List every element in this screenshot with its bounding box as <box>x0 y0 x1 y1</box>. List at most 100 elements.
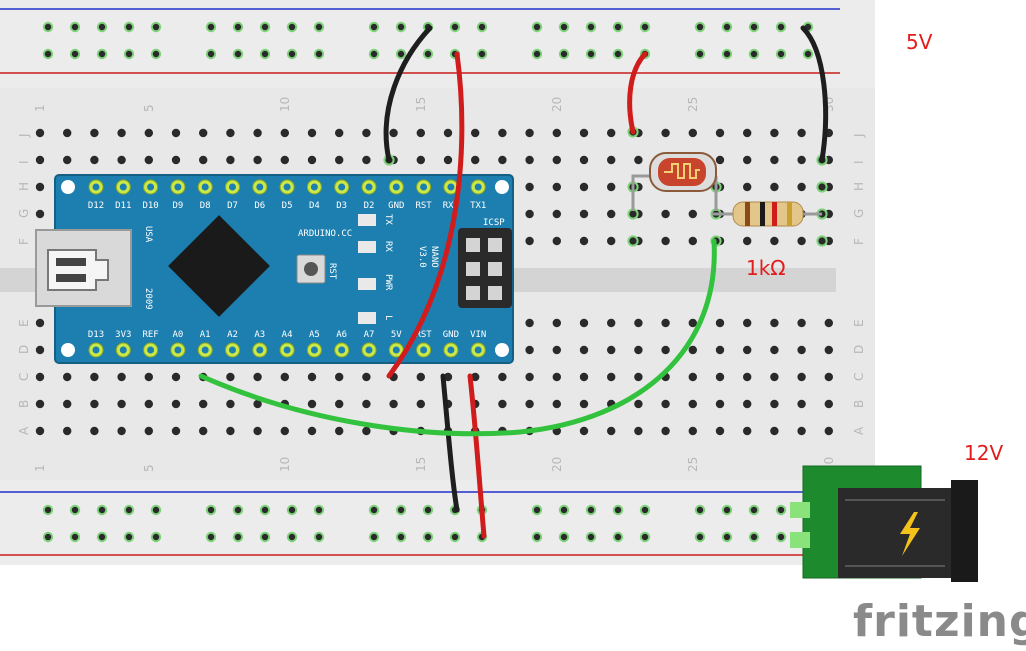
rail-hole[interactable] <box>313 531 325 543</box>
breadboard-hole[interactable] <box>634 345 643 355</box>
breadboard-hole[interactable] <box>280 372 289 382</box>
breadboard-hole[interactable] <box>688 128 697 138</box>
breadboard-hole[interactable] <box>307 399 317 409</box>
rail-hole[interactable] <box>313 21 325 33</box>
breadboard-hole[interactable] <box>117 426 126 436</box>
rail-hole[interactable] <box>775 531 787 543</box>
breadboard-hole[interactable] <box>770 182 779 192</box>
breadboard-hole[interactable] <box>770 426 779 436</box>
rail-hole[interactable] <box>42 48 54 60</box>
breadboard-hole[interactable] <box>35 372 45 382</box>
breadboard-hole[interactable] <box>743 155 752 165</box>
breadboard-hole[interactable] <box>498 128 507 138</box>
breadboard-hole[interactable] <box>770 345 779 355</box>
breadboard-hole[interactable] <box>144 426 153 436</box>
rail-hole[interactable] <box>150 48 162 60</box>
breadboard-hole[interactable] <box>171 128 181 138</box>
breadboard-hole[interactable] <box>253 155 262 165</box>
rail-hole[interactable] <box>748 21 760 33</box>
rail-hole[interactable] <box>42 504 54 516</box>
rail-hole[interactable] <box>694 504 706 516</box>
breadboard-hole[interactable] <box>579 182 589 192</box>
rail-hole[interactable] <box>150 504 162 516</box>
breadboard-hole[interactable] <box>471 155 480 165</box>
breadboard-hole[interactable] <box>743 182 752 192</box>
breadboard-hole[interactable] <box>525 155 534 165</box>
rail-hole[interactable] <box>232 531 244 543</box>
breadboard-hole[interactable] <box>715 318 725 328</box>
rail-hole[interactable] <box>748 531 760 543</box>
rail-hole[interactable] <box>748 504 760 516</box>
breadboard-hole[interactable] <box>525 318 534 328</box>
breadboard-hole[interactable] <box>797 182 806 192</box>
rail-hole[interactable] <box>313 48 325 60</box>
breadboard-hole[interactable] <box>199 155 208 165</box>
rail-hole[interactable] <box>123 48 135 60</box>
breadboard-hole[interactable] <box>226 155 235 165</box>
breadboard-hole[interactable] <box>552 182 561 192</box>
rail-hole[interactable] <box>368 531 380 543</box>
breadboard-hole[interactable] <box>226 426 235 436</box>
rail-hole[interactable] <box>259 504 271 516</box>
breadboard-hole[interactable] <box>199 399 208 409</box>
breadboard-hole[interactable] <box>62 399 72 409</box>
wire-gnd-bottom[interactable] <box>440 373 460 513</box>
rail-hole[interactable] <box>639 21 651 33</box>
rail-hole[interactable] <box>531 504 543 516</box>
breadboard-hole[interactable] <box>471 128 480 138</box>
rail-hole[interactable] <box>232 504 244 516</box>
rail-hole[interactable] <box>368 504 380 516</box>
rail-hole[interactable] <box>395 531 407 543</box>
breadboard-hole[interactable] <box>797 372 806 382</box>
breadboard-hole[interactable] <box>62 128 72 138</box>
breadboard-hole[interactable] <box>117 155 126 165</box>
breadboard-hole[interactable] <box>362 155 371 165</box>
rail-hole[interactable] <box>69 48 81 60</box>
rail-hole[interactable] <box>96 504 108 516</box>
breadboard-hole[interactable] <box>307 426 317 436</box>
rail-hole[interactable] <box>205 531 217 543</box>
breadboard-hole[interactable] <box>824 426 833 436</box>
breadboard-hole[interactable] <box>335 128 344 138</box>
rail-hole[interactable] <box>558 48 570 60</box>
wire-gnd-top[interactable] <box>383 25 433 163</box>
breadboard-hole[interactable] <box>117 372 126 382</box>
breadboard-hole[interactable] <box>253 372 262 382</box>
rail-hole[interactable] <box>123 531 135 543</box>
breadboard-hole[interactable] <box>607 209 616 219</box>
breadboard-hole[interactable] <box>797 236 806 246</box>
rail-hole[interactable] <box>96 21 108 33</box>
breadboard-hole[interactable] <box>525 182 534 192</box>
rail-hole[interactable] <box>395 48 407 60</box>
rail-hole[interactable] <box>639 531 651 543</box>
rail-hole[interactable] <box>69 531 81 543</box>
breadboard-hole[interactable] <box>498 372 507 382</box>
breadboard-hole[interactable] <box>90 372 99 382</box>
breadboard-hole[interactable] <box>552 209 561 219</box>
rail-hole[interactable] <box>395 504 407 516</box>
breadboard-hole[interactable] <box>715 426 725 436</box>
breadboard-hole[interactable] <box>743 426 752 436</box>
breadboard-hole[interactable] <box>743 236 752 246</box>
breadboard-hole[interactable] <box>35 128 45 138</box>
rail-hole[interactable] <box>232 21 244 33</box>
rail-hole[interactable] <box>476 48 488 60</box>
breadboard-hole[interactable] <box>35 426 45 436</box>
breadboard-hole[interactable] <box>389 128 398 138</box>
rail-hole[interactable] <box>612 531 624 543</box>
breadboard-hole[interactable] <box>280 426 289 436</box>
breadboard-hole[interactable] <box>62 372 72 382</box>
rail-hole[interactable] <box>558 21 570 33</box>
rail-hole[interactable] <box>612 48 624 60</box>
rail-hole[interactable] <box>531 48 543 60</box>
breadboard-hole[interactable] <box>634 426 643 436</box>
breadboard-hole[interactable] <box>743 372 752 382</box>
breadboard-hole[interactable] <box>171 155 181 165</box>
breadboard-hole[interactable] <box>35 209 45 219</box>
breadboard-hole[interactable] <box>579 236 589 246</box>
breadboard-hole[interactable] <box>661 236 670 246</box>
breadboard-hole[interactable] <box>688 372 697 382</box>
rail-hole[interactable] <box>775 21 787 33</box>
breadboard-hole[interactable] <box>144 128 153 138</box>
rail-hole[interactable] <box>721 21 733 33</box>
